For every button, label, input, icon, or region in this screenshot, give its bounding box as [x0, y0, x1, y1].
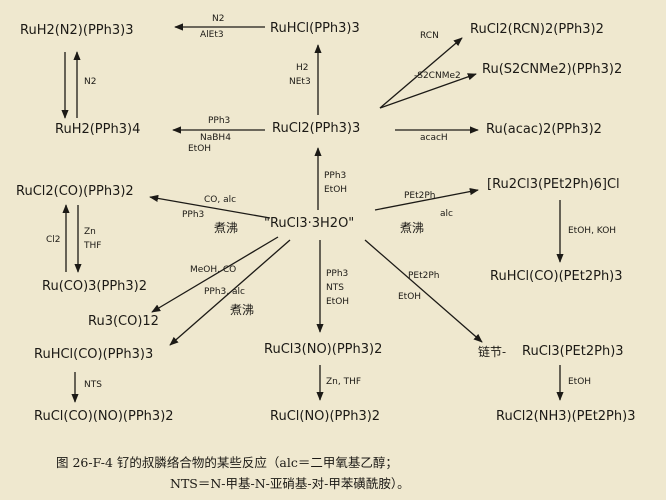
compound-ru-acac: Ru(acac)2(PPh3)2: [486, 122, 602, 137]
compound-rucl3-pet2ph: RuCl3(PEt2Ph)3: [522, 344, 624, 359]
arrow-center-to-ru3co12: [151, 236, 279, 313]
compound-rucl2-rcn: RuCl2(RCN)2(PPh3)2: [470, 22, 604, 37]
compound-ruclcono-pph3: RuCl(CO)(NO)(PPh3)2: [34, 409, 174, 424]
figure-caption-line1: 图 26-F-4 钌的叔膦络合物的某些反应（alc＝二甲氧基乙醇；: [56, 455, 398, 470]
label-alc-right: alc: [440, 209, 453, 219]
compound-rucl2nh3-pet2ph: RuCl2(NH3)(PEt2Ph)3: [496, 409, 636, 424]
label-nts-left: NTS: [84, 380, 102, 390]
compound-ru2cl3-pet2ph: [Ru2Cl3(PEt2Ph)6]Cl: [487, 177, 620, 192]
label-pph3-alc: PPh3, alc: [204, 287, 245, 297]
compound-ruhclco-pet2ph: RuHCl(CO)(PEt2Ph)3: [490, 269, 623, 284]
label-n2: N2: [212, 14, 225, 24]
label-etoh-left: EtOH: [188, 144, 212, 154]
arrow-center-to-ru2cl3: [374, 187, 479, 211]
label-pph3-center: PPh3: [324, 171, 347, 181]
compound-ruhcl-pph3: RuHCl(PPh3)3: [270, 21, 360, 36]
compound-ruhclco-pph3: RuHCl(CO)(PPh3)3: [34, 347, 154, 362]
label-boil-right: 煮沸: [400, 221, 425, 235]
label-chain: 链节-: [478, 345, 507, 359]
compound-rucl2-pph3: RuCl2(PPh3)3: [272, 121, 361, 136]
figure-caption-line2: NTS＝N-甲基-N-亚硝基-对-甲苯磺酰胺）。: [170, 476, 410, 491]
label-pet2ph-diag: PEt2Ph: [408, 271, 440, 281]
label-etoh-right: EtOH: [568, 377, 592, 387]
compound-ru3co12: Ru3(CO)12: [88, 314, 159, 329]
compound-ruclno-pph3: RuCl(NO)(PPh3)2: [270, 409, 381, 424]
compound-ruh2-pph3: RuH2(PPh3)4: [55, 122, 141, 137]
label-etoh-diag: EtOH: [398, 292, 422, 302]
arrow-center-to-ruhclco: [169, 239, 291, 346]
label-s2cnme2: -S2CNMe2: [414, 71, 461, 81]
label-pph3-top: PPh3: [208, 116, 231, 126]
label-rcn: RCN: [420, 31, 439, 41]
label-etoh-koh: EtOH, KOH: [568, 226, 617, 236]
arrow-rucl2-to-s2cnme2: [379, 73, 477, 109]
label-etoh-center: EtOH: [324, 185, 348, 195]
arrow-center-to-rucl2co: [149, 194, 271, 219]
label-n2-vertical: N2: [84, 77, 97, 87]
compound-center-rucl3: "RuCl3·3H2O": [264, 216, 355, 231]
compound-ruco3-pph3: Ru(CO)3(PPh3)2: [42, 279, 148, 294]
label-co-alc: CO, alc: [204, 195, 237, 205]
arrow-center-to-rucl3pet2ph: [364, 239, 483, 343]
compound-rucl2co-pph3: RuCl2(CO)(PPh3)2: [16, 184, 134, 199]
label-boil-down: 煮沸: [230, 303, 255, 317]
label-etoh-down: EtOH: [326, 297, 350, 307]
label-zn: Zn: [84, 227, 96, 237]
arrow-rucl2-to-rcn: [379, 37, 463, 109]
label-nabh4: NaBH4: [200, 133, 231, 143]
compound-rucl3no-pph3: RuCl3(NO)(PPh3)2: [264, 342, 383, 357]
compound-ru-s2cnme2: Ru(S2CNMe2)(PPh3)2: [482, 62, 623, 77]
label-meoh-co: MeOH, CO: [190, 265, 237, 275]
label-zn-thf: Zn, THF: [326, 377, 362, 387]
label-boil-left: 煮沸: [214, 221, 239, 235]
compound-ruh2n2pph3: RuH2(N2)(PPh3)3: [20, 23, 134, 38]
label-thf: THF: [84, 241, 102, 251]
label-h2: H2: [296, 63, 309, 73]
label-pph3-down: PPh3: [326, 269, 349, 279]
label-nts-down: NTS: [326, 283, 344, 293]
label-pph3-left: PPh3: [182, 210, 205, 220]
label-alet3: AlEt3: [200, 30, 224, 40]
label-acach: acacH: [420, 133, 448, 143]
label-pet2ph-right: PEt2Ph: [404, 191, 436, 201]
label-cl2: Cl2: [46, 235, 61, 245]
label-net3: NEt3: [289, 77, 311, 87]
